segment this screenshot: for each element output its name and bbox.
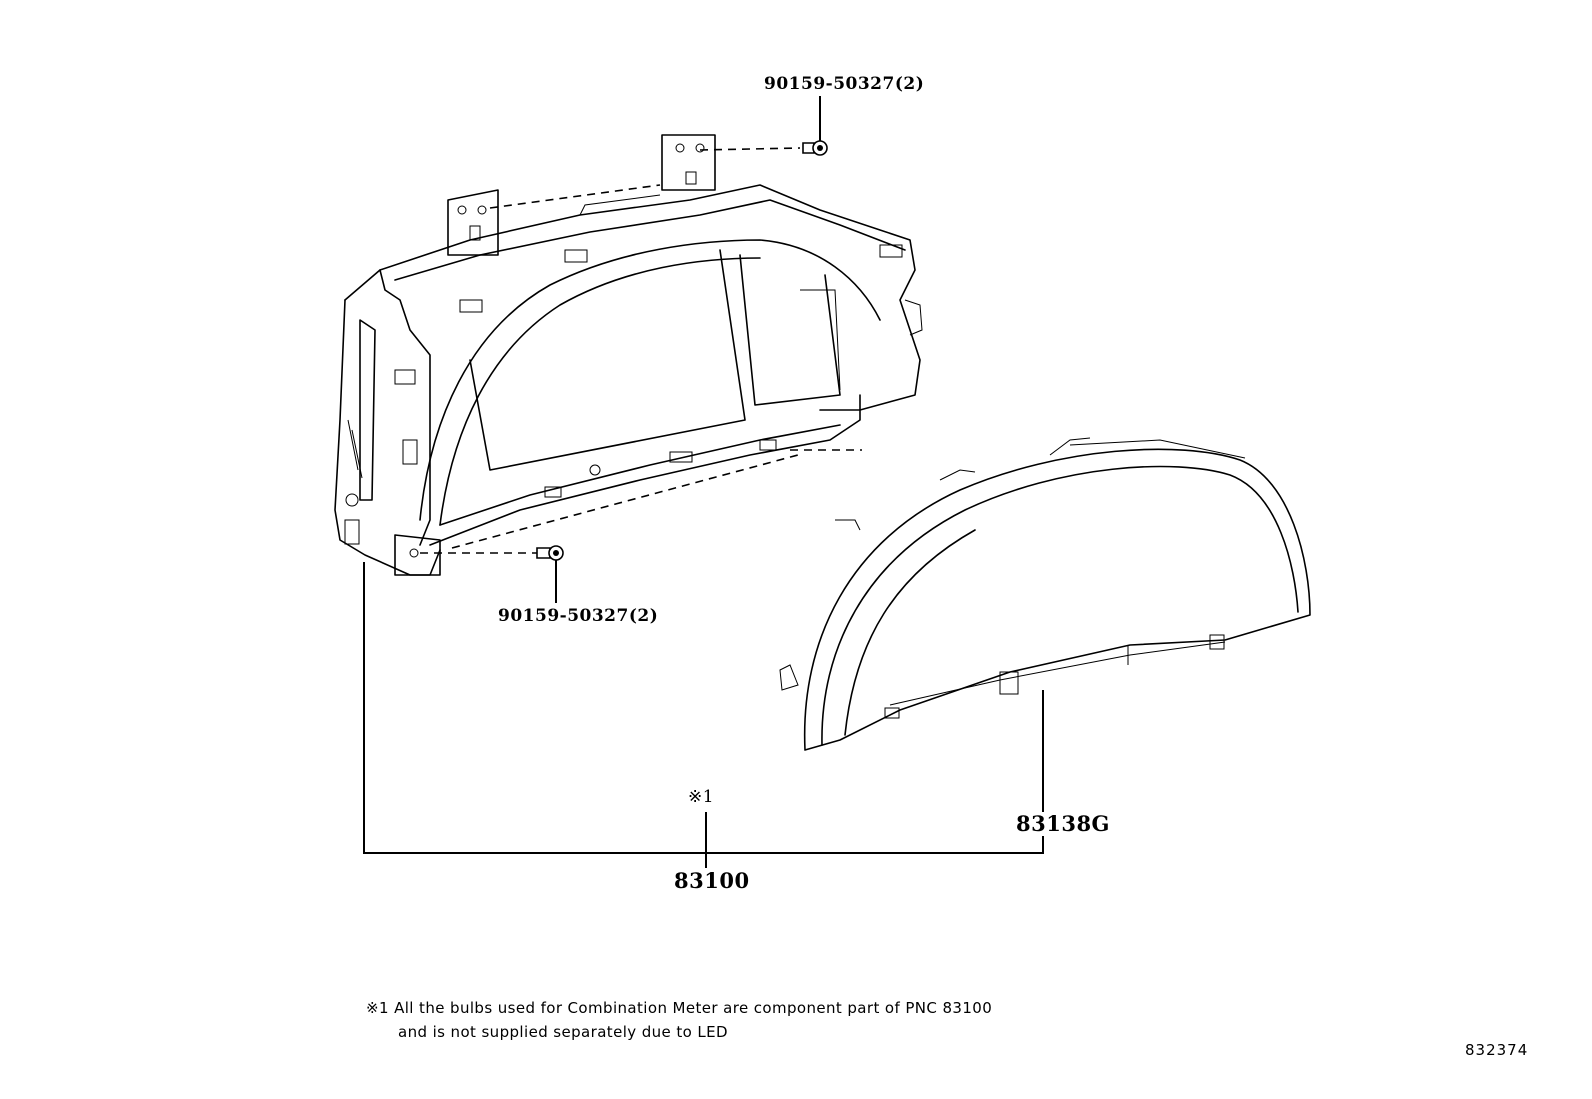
bolt-top-drawing	[802, 140, 828, 156]
bolt-bottom-drawing	[536, 545, 564, 561]
callout-bolt-bottom[interactable]: 90159-50327(2)	[498, 606, 659, 626]
meter-lens-drawing	[779, 437, 1311, 751]
callout-bolt-top[interactable]: 90159-50327(2)	[764, 74, 925, 94]
illustration-number: 832374	[1465, 1041, 1529, 1059]
callout-meter[interactable]: 83100	[674, 868, 750, 893]
meter-housing-drawing	[334, 134, 923, 576]
footnote-line-1: ※1 All the bulbs used for Combination Me…	[366, 999, 993, 1017]
callout-meter-mark: ※1	[688, 787, 715, 807]
footnote-line-2: and is not supplied separately due to LE…	[398, 1023, 728, 1041]
callout-lens[interactable]: 83138G	[1016, 811, 1110, 836]
